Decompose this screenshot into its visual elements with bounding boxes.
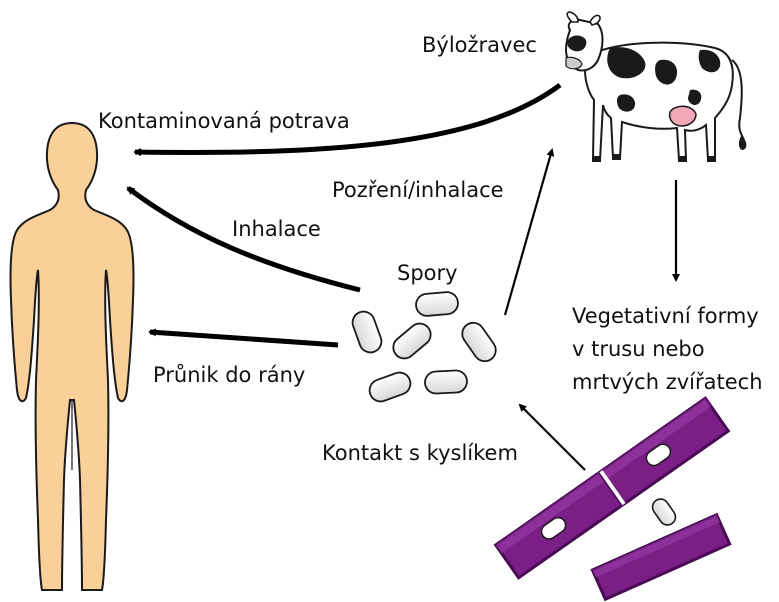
spore <box>389 319 435 363</box>
label-oxygen-contact: Kontakt s kyslíkem <box>322 440 518 466</box>
label-contaminated-food: Kontaminovaná potrava <box>98 108 350 134</box>
spores-cluster <box>349 291 500 404</box>
label-inhalation: Inhalace <box>232 216 321 242</box>
spore <box>458 318 500 365</box>
vegetative-bacteria <box>496 398 730 599</box>
arrow-ingestion <box>505 150 552 315</box>
spore <box>415 291 459 317</box>
human-figure <box>11 123 134 590</box>
spore <box>424 370 467 394</box>
arrow-oxygen <box>520 405 585 470</box>
label-ingestion-inhalation: Pozření/inhalace <box>332 177 504 203</box>
label-vegetative-line-2: v trusu nebo <box>572 336 705 362</box>
label-vegetative-line-3: mrtvých zvířatech <box>572 369 763 395</box>
label-herbivore: Býložravec <box>422 32 537 58</box>
spore <box>367 369 414 404</box>
arrow-wound <box>150 332 338 345</box>
spore <box>349 309 384 356</box>
label-wound-entry: Průnik do rány <box>153 362 305 388</box>
cow-figure <box>566 12 746 162</box>
label-spores: Spory <box>397 260 458 286</box>
label-vegetative-line-1: Vegetativní formy <box>572 303 759 329</box>
